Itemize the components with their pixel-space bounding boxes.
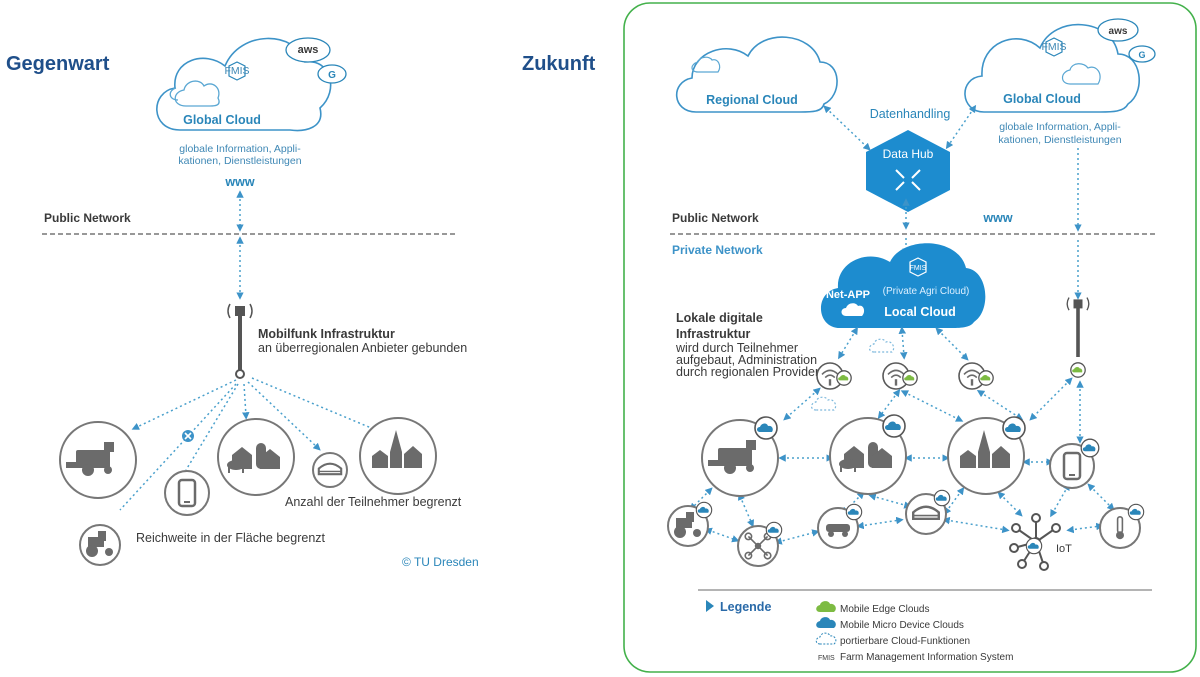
cell-tower-icon-right [1066,296,1090,378]
legend-title: Legende [720,600,771,614]
portable-cloud-icon-2 [810,396,837,411]
local-title-1: Lokale digitale [676,311,763,325]
regional-cloud-label: Regional Cloud [706,93,798,107]
portable-cloud-icon-1 [868,338,895,353]
global-cloud-left: FMIS aws G [156,37,347,132]
future-frame [623,2,1197,673]
google-icon-right [1128,45,1156,63]
aws-label-right: aws [1109,26,1128,37]
village-node-left [359,417,437,495]
tractor-node-left [79,524,121,566]
cloud-desc-right-2: kationen, Dienstleistungen [998,134,1121,146]
tower-links-left [119,377,380,511]
legend-item-3: portierbare Cloud-Funktionen [840,636,970,647]
global-cloud-right: FMIS aws G [964,18,1156,113]
tower-sub: an überregionalen Anbieter gebunden [258,341,467,355]
local-cloud-links [838,326,969,361]
wifi-node-1 [816,362,852,390]
thermo-node [1099,503,1145,549]
blue-cloud-icon [816,617,836,628]
legend-item-4: Farm Management Information System [840,652,1013,663]
harvester-node-right [701,416,779,497]
global-hub-link [945,104,977,150]
cell-tower-icon-left [227,303,253,379]
greenhouse-node-right [905,489,951,535]
fmis-hex-icon [228,61,246,81]
local-desc-2: aufgebaut, Administration [676,353,817,367]
note-range: Reichweite in der Fläche begrenzt [136,531,326,545]
harvester-node-left [59,421,137,499]
fmis-label-local: FMIS [910,265,927,272]
regional-hub-link [823,105,871,151]
cloud-desc-left-2: kationen, Dienstleistungen [178,155,301,167]
green-cloud-icon [816,601,836,612]
tractor-node-right [667,501,713,547]
fmis-label: FMIS [224,65,249,77]
local-title-2: Infrastruktur [676,327,750,341]
data-hub-label: Data Hub [883,147,934,161]
local-desc-3: durch regionalen Provider [676,365,819,379]
tower-title: Mobilfunk Infrastruktur [258,327,395,341]
dashed-cloud-icon [815,632,837,645]
local-cloud: FMIS [820,243,986,328]
iot-node [1009,513,1061,571]
aws-icon [285,37,331,63]
village-node-right [947,416,1026,495]
legend-item-1: Mobile Edge Clouds [840,604,930,615]
fmis-tag-icon: FMIS [818,655,835,662]
legend-arrow-icon [706,600,714,612]
copyright: © TU Dresden [402,555,479,569]
google-icon [317,64,347,84]
wifi-node-3 [958,362,994,390]
google-label: G [328,70,336,81]
public-network-right: Public Network [672,211,759,225]
local-cloud-sub: (Private Agri Cloud) [883,286,970,297]
private-network-label: Private Network [672,243,763,257]
cloud-desc-left-1: globale Information, Appli- [179,143,301,155]
car-node [817,503,863,549]
public-network-left: Public Network [44,211,131,225]
iot-label: IoT [1056,543,1072,555]
phone-node-right [1049,438,1100,489]
cloud-desc-right-1: globale Information, Appli- [999,121,1121,133]
local-cloud-label: Local Cloud [884,305,956,319]
drone-node [737,521,783,567]
www-right: www [982,211,1012,225]
note-participants: Anzahl der Teilnehmer begrenzt [285,495,462,509]
mesh-links [689,377,1115,545]
fmis-label-right: FMIS [1041,41,1066,53]
farm-node-right [829,414,907,495]
greenhouse-node-left [312,452,348,488]
legend-item-2: Mobile Micro Device Clouds [840,620,964,631]
wifi-node-2 [882,362,918,390]
netapp-label: Net-APP [826,289,870,301]
www-left: www [224,175,254,189]
aws-icon-right [1097,18,1139,42]
gegenwart-title: Gegenwart [6,53,110,75]
data-hub [866,130,950,212]
fmis-hex-icon-right [1045,37,1063,57]
global-cloud-label-right: Global Cloud [1003,92,1081,106]
global-cloud-label-left: Global Cloud [183,113,261,127]
regional-cloud [675,36,838,113]
datenhandling-label: Datenhandling [870,107,951,121]
zukunft-title: Zukunft [522,53,596,75]
no-signal-icon [182,430,194,442]
local-desc-1: wird durch Teilnehmer [675,341,798,355]
farm-node-left [217,418,295,496]
google-label-right: G [1138,50,1145,60]
aws-label: aws [298,44,319,56]
phone-node-left [164,470,210,516]
